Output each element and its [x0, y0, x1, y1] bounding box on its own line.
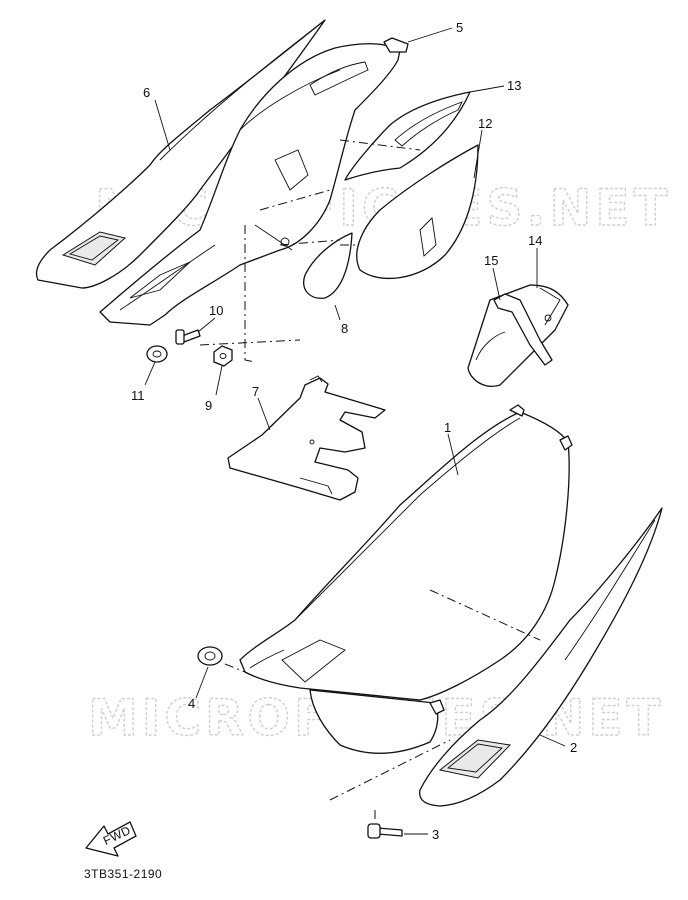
callout-6: 6	[143, 85, 150, 100]
callout-2: 2	[570, 740, 577, 755]
forward-arrow-icon: FWD	[85, 821, 137, 857]
callout-7: 7	[252, 384, 259, 399]
callout-14: 14	[528, 233, 542, 248]
callout-5: 5	[456, 20, 463, 35]
leader-lines	[144, 27, 566, 835]
callout-9: 9	[205, 398, 212, 413]
part-15-strap	[493, 293, 553, 366]
part-14-tool-bag	[467, 284, 569, 387]
part-2-side-cover-lower	[419, 507, 663, 807]
part-4-grommet	[197, 646, 223, 666]
callout-8: 8	[341, 321, 348, 336]
part-10-screw	[175, 329, 201, 345]
part-7-plate	[227, 375, 386, 501]
callout-13: 13	[507, 78, 521, 93]
part-8-pad	[303, 232, 353, 299]
part-6-side-cover-upper	[35, 19, 326, 289]
callout-3: 3	[432, 827, 439, 842]
callouts: 5 6 13 12 14 15 8 10 11 9 7 1 4 2 3	[131, 20, 577, 842]
side-cover-upper-inner	[99, 37, 409, 326]
part-5-clip	[383, 37, 409, 53]
callout-10: 10	[209, 303, 223, 318]
part-11-grommet	[146, 345, 168, 363]
part-9-nut	[213, 345, 233, 367]
part-3-screw	[367, 823, 403, 839]
part-12-side-panel	[356, 144, 479, 280]
part-1-side-cover	[239, 404, 573, 754]
callout-4: 4	[188, 696, 195, 711]
callout-15: 15	[484, 253, 498, 268]
alignment-lines	[199, 139, 541, 822]
callout-12: 12	[478, 116, 492, 131]
callout-1: 1	[444, 420, 451, 435]
part-13-side-panel	[344, 91, 471, 181]
callout-11: 11	[131, 388, 145, 403]
drawing-code: 3TB351-2190	[84, 867, 162, 881]
